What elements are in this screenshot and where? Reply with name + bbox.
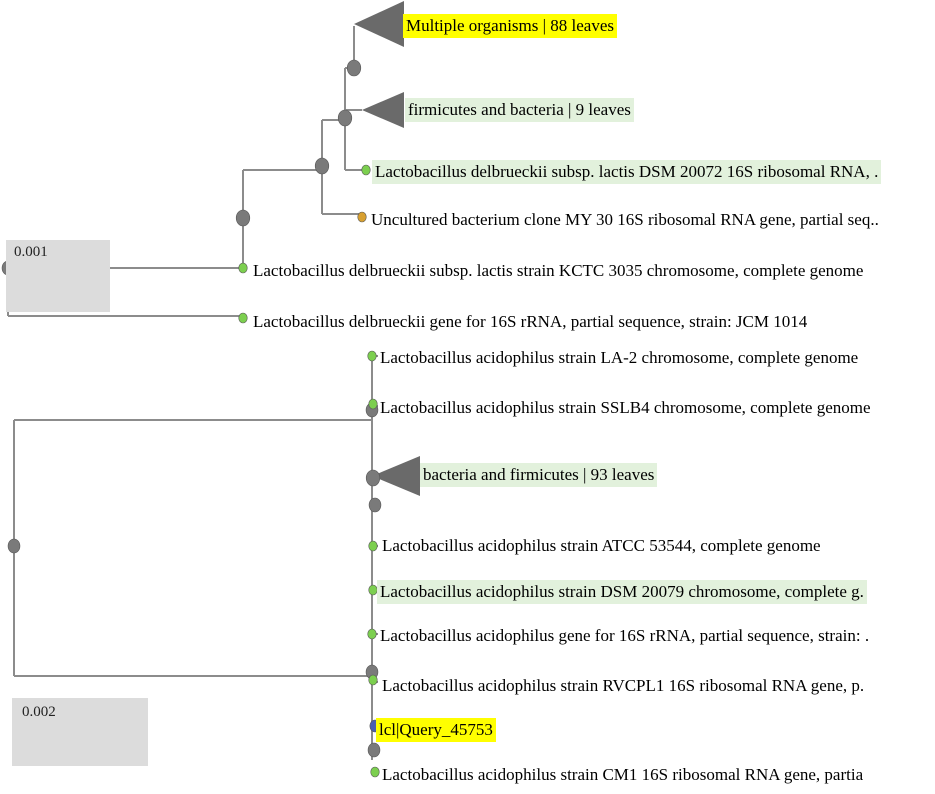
leaf-label[interactable]: Lactobacillus acidophilus strain CM1 16S…: [382, 765, 864, 784]
scale-label-top: 0.001: [14, 244, 48, 260]
leaf-label[interactable]: Lactobacillus acidophilus strain SSLB4 c…: [380, 398, 871, 417]
leaf-label[interactable]: bacteria and firmicutes | 93 leaves: [420, 463, 658, 487]
leaf-node: [368, 674, 378, 686]
query-label[interactable]: lcl|Query_45753: [376, 718, 496, 742]
leaf-label[interactable]: firmicutes and bacteria | 9 leaves: [405, 98, 634, 122]
collapsed-clade-triangle: [362, 92, 404, 128]
leaf-node: [368, 584, 378, 596]
internal-node: [235, 209, 251, 227]
leaf-label[interactable]: Uncultured bacterium clone MY 30 16S rib…: [371, 210, 879, 229]
internal-node: [367, 742, 381, 758]
leaf-label[interactable]: Lactobacillus acidophilus strain ATCC 53…: [382, 536, 821, 555]
scale-label-bottom: 0.002: [22, 704, 56, 720]
leaf-node: [367, 628, 377, 640]
leaf-label[interactable]: Lactobacillus acidophilus strain LA-2 ch…: [380, 348, 859, 367]
internal-node: [314, 157, 330, 175]
collapsed-clade-triangle: [372, 456, 420, 496]
scale-bar-top: [6, 240, 110, 312]
leaf-node: [361, 164, 371, 176]
internal-node: [7, 538, 21, 554]
leaf-label[interactable]: Lactobacillus delbrueckii subsp. lactis …: [372, 160, 882, 184]
internal-node: [365, 469, 381, 487]
leaf-node: [368, 540, 378, 552]
leaf-label[interactable]: Lactobacillus acidophilus strain RVCPL1 …: [382, 676, 865, 695]
leaf-node: [357, 211, 367, 223]
leaf-label[interactable]: Lactobacillus acidophilus gene for 16S r…: [380, 626, 870, 645]
leaf-node: [238, 262, 248, 274]
leaf-label[interactable]: Lactobacillus acidophilus strain DSM 200…: [377, 580, 867, 604]
leaf-node: [367, 350, 377, 362]
leaf-label[interactable]: Lactobacillus delbrueckii subsp. lactis …: [253, 261, 864, 280]
leaf-label[interactable]: Lactobacillus delbrueckii gene for 16S r…: [253, 312, 808, 331]
leaf-label[interactable]: Multiple organisms | 88 leaves: [403, 14, 618, 38]
internal-node: [368, 497, 382, 513]
collapsed-clade-triangle: [354, 1, 404, 47]
leaf-node: [370, 766, 380, 778]
leaf-node: [368, 398, 378, 410]
internal-node: [346, 59, 362, 77]
internal-node: [337, 109, 353, 127]
scale-bar-bottom: [12, 698, 148, 766]
leaf-node: [238, 312, 248, 324]
